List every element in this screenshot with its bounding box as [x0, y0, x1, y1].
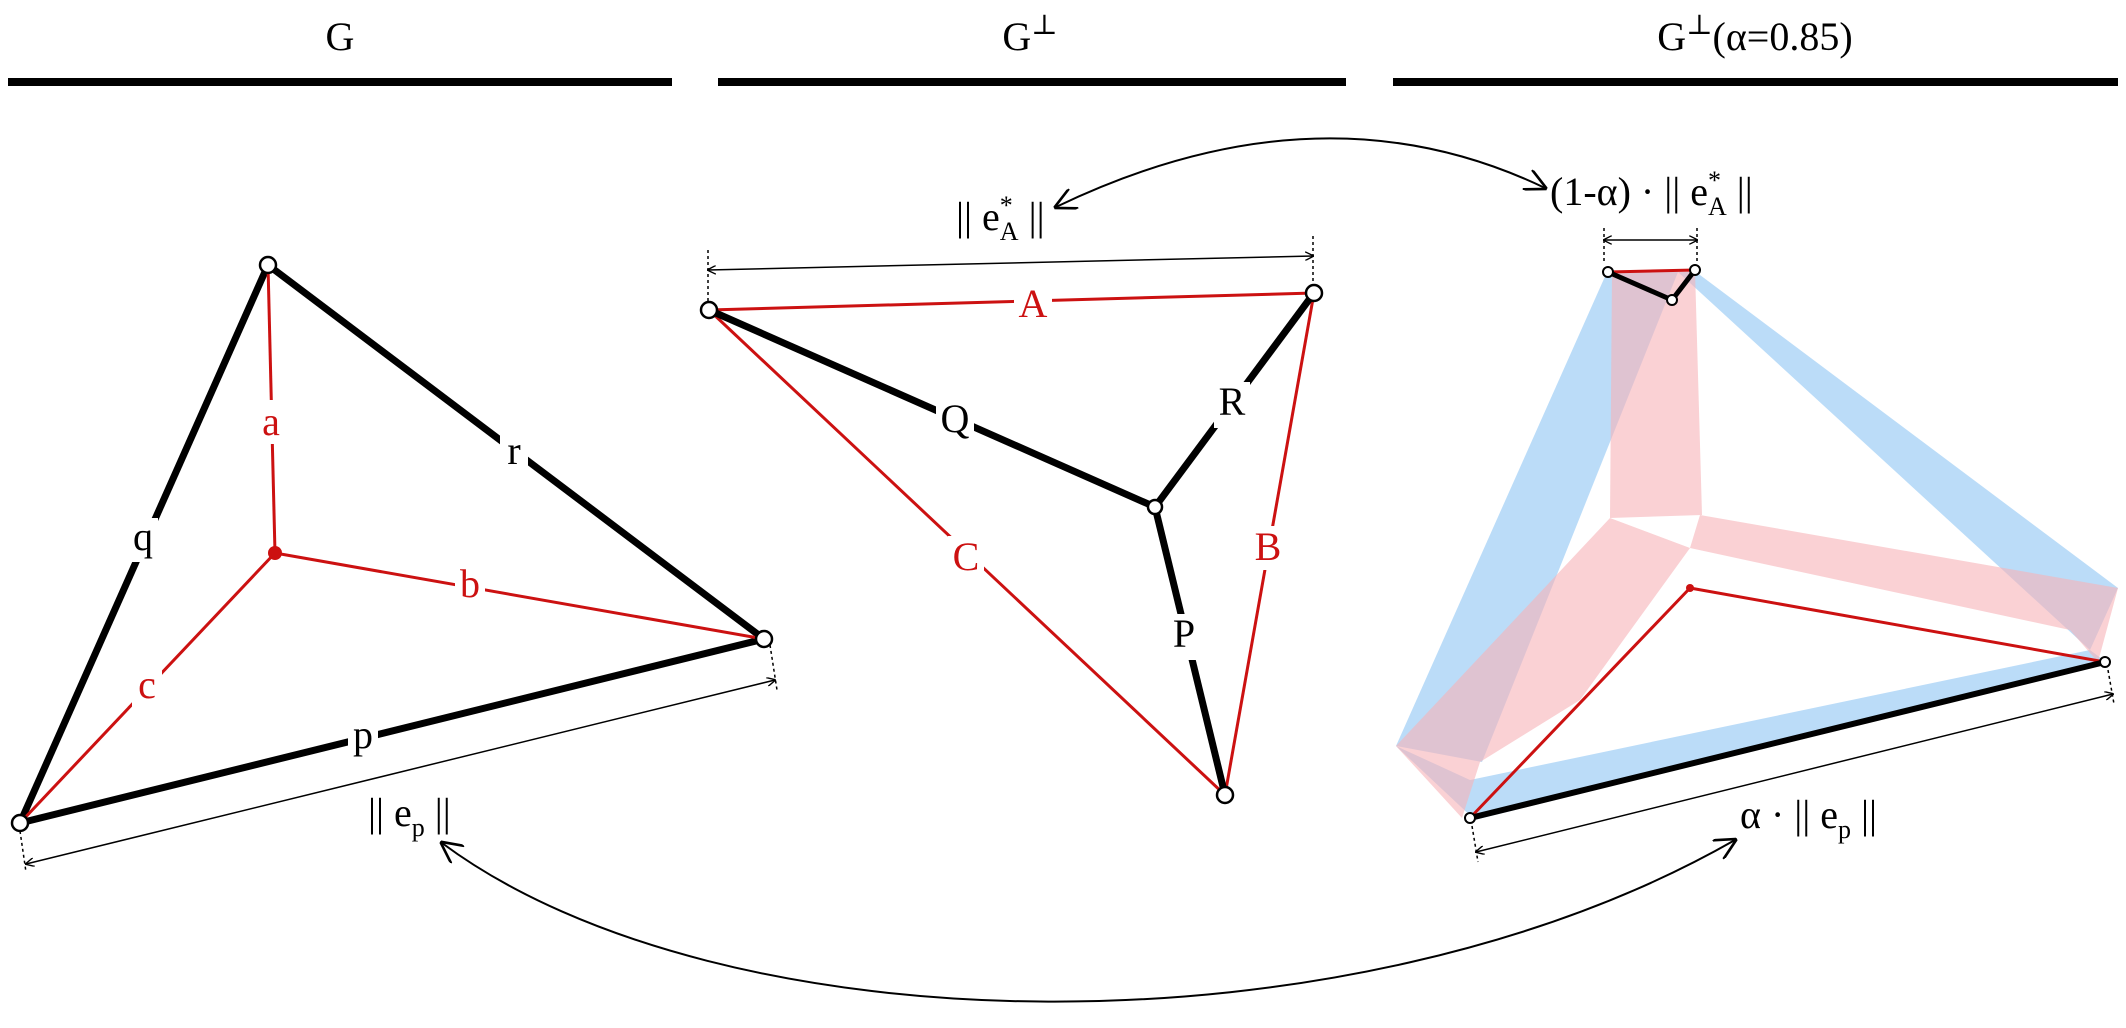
- graph-g: a b c q r p || ep ||: [10, 255, 778, 873]
- node: [699, 300, 719, 320]
- edge-A-scaled: [1607, 268, 1696, 274]
- label-bg: [128, 518, 158, 562]
- label-bg: [455, 565, 485, 609]
- edge-label-b: b: [460, 561, 480, 606]
- edge-label-a: a: [262, 399, 280, 444]
- dimension-tick: [2107, 669, 2115, 705]
- edge-label-q: q: [133, 514, 153, 559]
- blue-band: [1396, 272, 1678, 762]
- pink-band: [1610, 270, 1702, 518]
- edge-label-c: c: [138, 662, 156, 707]
- node: [1215, 785, 1235, 805]
- panel-header-g-dual-alpha: G⊥(α=0.85): [1393, 10, 2118, 86]
- panel-header-g: G: [8, 14, 672, 86]
- correspondence-arrow-bottom: [442, 840, 1735, 1003]
- panel-title-g-dual: G⊥: [1002, 10, 1057, 59]
- node: [1146, 498, 1164, 516]
- node: [258, 255, 278, 275]
- node: [754, 629, 774, 649]
- dimension-tick: [769, 644, 778, 691]
- edge-label-C: C: [953, 534, 980, 579]
- measure-label-eA: || e*A ||: [956, 191, 1045, 246]
- edge-label-P: P: [1173, 611, 1195, 656]
- pink-bands: [1396, 270, 2118, 818]
- pink-band: [1690, 515, 2118, 662]
- node: [1602, 266, 1614, 278]
- edge-label-Q: Q: [941, 396, 970, 441]
- dimension-line-ep: [26, 680, 775, 864]
- edge-black-small: [1670, 268, 1697, 302]
- label-bg: [948, 536, 984, 580]
- edge-A: [708, 291, 1315, 312]
- edge-red: [1689, 586, 2106, 664]
- graph-g-dual-alpha: (1-α) · || e*A || α · || ep ||: [1396, 166, 2118, 863]
- dimension-tick: [1471, 825, 1479, 863]
- dimension-line-ep-scaled: [1476, 694, 2113, 852]
- edge-label-A: A: [1019, 281, 1048, 326]
- node: [1464, 812, 1476, 824]
- edge-b: [274, 551, 765, 641]
- dimension-tick: [19, 830, 27, 873]
- label-bg: [1014, 282, 1052, 326]
- node: [2099, 656, 2111, 668]
- label-bg: [500, 432, 528, 476]
- label-bg: [256, 400, 286, 444]
- node: [1666, 294, 1678, 306]
- node-interior: [1686, 584, 1694, 592]
- label-bg: [1214, 382, 1250, 428]
- node-interior: [268, 546, 282, 560]
- measure-label-ep: || ep ||: [368, 790, 451, 842]
- panel-header-g-dual: G⊥: [718, 10, 1346, 86]
- label-bg: [1168, 614, 1200, 660]
- graph-g-dual: A B C Q R P || e*A ||: [699, 191, 1324, 805]
- label-bg: [936, 398, 974, 444]
- pink-band: [1396, 518, 1690, 818]
- panel-title-g: G: [326, 14, 355, 59]
- node: [10, 813, 30, 833]
- label-bg: [1251, 526, 1285, 570]
- correspondence-arrow-top: [1056, 137, 1545, 207]
- edge-Q: [707, 306, 1157, 511]
- measure-label-ep-scaled: α · || ep ||: [1740, 792, 1877, 844]
- blue-band: [1678, 272, 2118, 650]
- edge-label-r: r: [507, 428, 520, 473]
- edge-label-B: B: [1255, 524, 1282, 569]
- measure-label-eA-scaled: (1-α) · || e*A ||: [1550, 166, 1753, 221]
- node: [1304, 283, 1324, 303]
- dimension-line-eA: [708, 256, 1313, 270]
- edge-label-p: p: [353, 712, 373, 757]
- node: [1689, 264, 1701, 276]
- panel-title-g-dual-alpha: G⊥(α=0.85): [1657, 10, 1852, 59]
- edge-label-R: R: [1219, 379, 1246, 424]
- edge-black-small: [1606, 269, 1674, 303]
